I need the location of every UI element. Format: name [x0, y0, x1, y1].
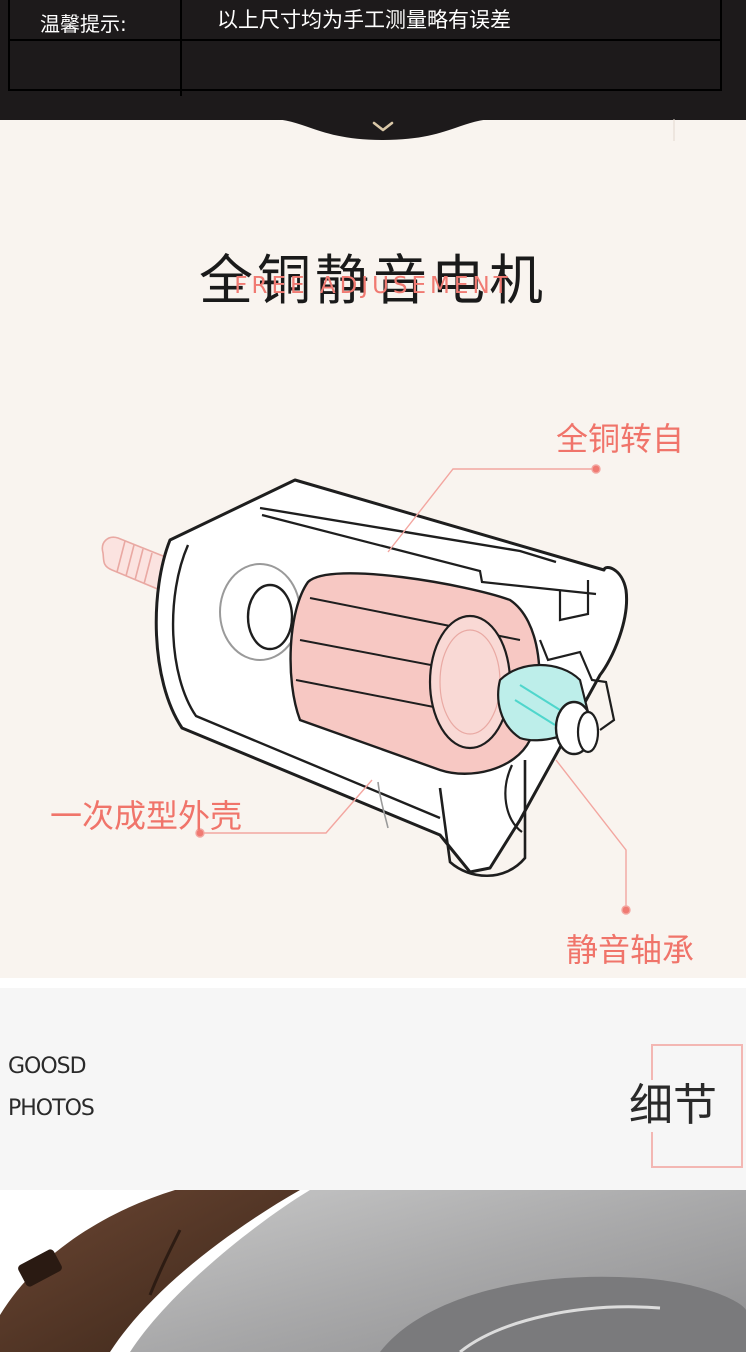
details-title: 细节 — [627, 1080, 719, 1132]
silent-bearing — [497, 663, 600, 756]
section-tab-shape — [270, 119, 675, 141]
details-english-line1: GOOSD — [8, 1054, 87, 1079]
callout-silent-bearing: 静音轴承 — [566, 931, 695, 969]
motor-diagram — [101, 464, 631, 915]
spec-row — [10, 41, 720, 89]
spec-column-divider — [180, 0, 182, 96]
copper-rotor — [289, 572, 541, 775]
product-detail-photo — [0, 1190, 746, 1352]
motor-shaft — [101, 536, 169, 592]
spec-label: 温馨提示: — [40, 12, 127, 36]
spec-value: 以上尺寸均为手工测量略有误差 — [217, 8, 511, 32]
spec-table: 温馨提示: 以上尺寸均为手工测量略有误差 — [8, 0, 722, 96]
chevron-down-icon — [372, 121, 394, 132]
motor-feature-section: 全铜静音电机 FREE ADJUSEMENT — [0, 119, 746, 978]
spec-table-section: 温馨提示: 以上尺寸均为手工测量略有误差 — [0, 0, 746, 120]
massage-chair-photo — [0, 1190, 746, 1352]
spec-row: 温馨提示: 以上尺寸均为手工测量略有误差 — [10, 0, 720, 41]
details-english-line2: PHOTOS — [8, 1096, 95, 1121]
callout-lines — [195, 464, 631, 915]
callout-copper-rotor: 全铜转自 — [556, 420, 685, 458]
section-title: 全铜静音电机 — [199, 249, 547, 313]
section-subtitle: FREE ADJUSEMENT — [234, 273, 512, 299]
callout-one-piece-shell: 一次成型外壳 — [50, 797, 243, 835]
details-header: GOOSD PHOTOS 细节 — [0, 988, 746, 1190]
